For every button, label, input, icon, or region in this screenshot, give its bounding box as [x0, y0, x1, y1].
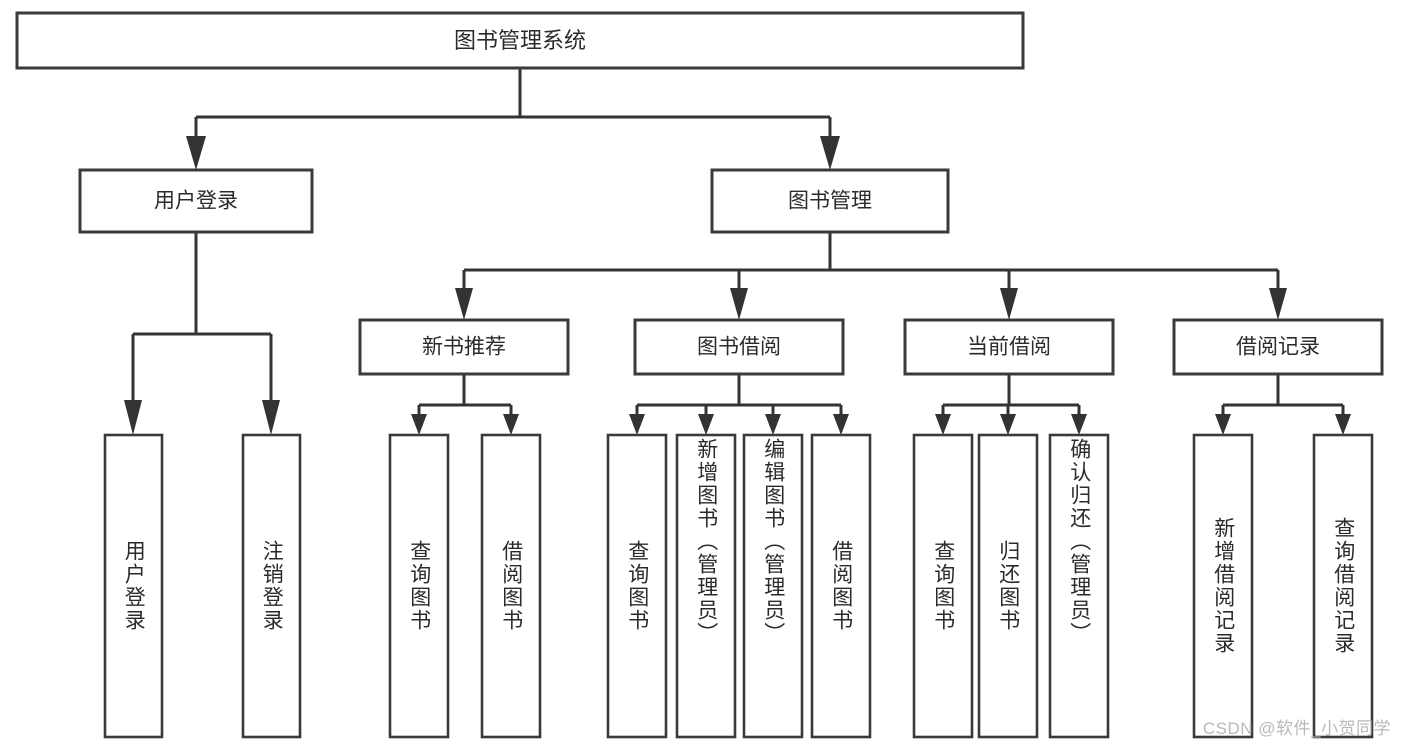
arrow-to-user-login: [186, 136, 206, 170]
connector-group-user-login: [124, 232, 280, 435]
arrow-leaf-query-book-3: [935, 414, 951, 435]
watermark-text: CSDN @软件_小贺同学: [1202, 719, 1391, 738]
node-current-borrow-box[interactable]: [903, 318, 1115, 376]
node-book-manage[interactable]: 图书管理: [710, 168, 950, 234]
node-user-login[interactable]: 用户登录: [78, 168, 314, 234]
node-leaf-borrow-book-2-box[interactable]: [810, 433, 872, 739]
node-leaf-query-book-1-box[interactable]: [388, 433, 450, 739]
arrow-to-borrow-record: [1269, 288, 1287, 320]
node-book-borrow-label: 图书借阅: [697, 336, 781, 359]
node-borrow-record-box[interactable]: [1172, 318, 1384, 376]
node-book-manage-box[interactable]: [710, 168, 950, 234]
node-leaf-query-book-2-box[interactable]: [606, 433, 668, 739]
node-leaf-query-record-box[interactable]: [1312, 433, 1374, 739]
node-borrow-record[interactable]: 借阅记录: [1172, 318, 1384, 376]
node-root-label: 图书管理系统: [454, 28, 586, 53]
arrow-leaf-return-book: [1000, 414, 1016, 435]
node-borrow-record-label: 借阅记录: [1236, 336, 1320, 359]
arrow-leaf-borrow-book-2: [833, 414, 849, 435]
node-leaf-user-logout-box[interactable]: [241, 433, 302, 739]
node-leaf-return-book-box[interactable]: [977, 433, 1039, 739]
node-root-box[interactable]: [15, 11, 1025, 70]
arrow-to-new-book-rec: [455, 288, 473, 320]
node-book-borrow-box[interactable]: [633, 318, 845, 376]
node-new-book-rec-box[interactable]: [358, 318, 570, 376]
node-leaf-query-book-3-box[interactable]: [912, 433, 974, 739]
arrow-leaf-borrow-book-1: [503, 414, 519, 435]
connector-group-book-manage: [455, 232, 1287, 320]
connector-group-borrow-record: [1215, 374, 1351, 435]
arrow-leaf-add-record: [1215, 414, 1231, 435]
arrow-leaf-add-book: [698, 414, 714, 435]
node-root[interactable]: 图书管理系统: [15, 11, 1025, 70]
node-leaf-add-book-box[interactable]: [675, 433, 737, 739]
connector-group-new-book-rec: [411, 374, 519, 435]
connector-group-current-borrow: [935, 374, 1087, 435]
node-leaf-add-record-box[interactable]: [1192, 433, 1254, 739]
node-leaf-confirm-return-box[interactable]: [1048, 433, 1110, 739]
connector-group-book-borrow: [629, 374, 849, 435]
node-new-book-rec[interactable]: 新书推荐: [358, 318, 570, 376]
node-current-borrow[interactable]: 当前借阅: [903, 318, 1115, 376]
node-leaf-user-login-box[interactable]: [103, 433, 164, 739]
connector-group-root: [186, 68, 840, 170]
arrow-to-book-manage: [820, 136, 840, 170]
arrow-to-current-borrow: [1000, 288, 1018, 320]
arrow-leaf-query-book-1: [411, 414, 427, 435]
node-current-borrow-label: 当前借阅: [967, 336, 1051, 359]
arrow-leaf-user-login: [124, 400, 142, 435]
node-user-login-label: 用户登录: [154, 190, 238, 213]
node-leaf-borrow-book-1-box[interactable]: [480, 433, 542, 739]
arrow-to-book-borrow: [730, 288, 748, 320]
arrow-leaf-edit-book: [765, 414, 781, 435]
node-leaf-edit-book-box[interactable]: [742, 433, 804, 739]
arrow-leaf-query-book-2: [629, 414, 645, 435]
arrow-leaf-user-logout: [262, 400, 280, 435]
node-book-borrow[interactable]: 图书借阅: [633, 318, 845, 376]
arrow-leaf-confirm-return: [1071, 414, 1087, 435]
node-user-login-box[interactable]: [78, 168, 314, 234]
node-book-manage-label: 图书管理: [788, 190, 872, 213]
arrow-leaf-query-record: [1335, 414, 1351, 435]
node-new-book-rec-label: 新书推荐: [422, 336, 506, 359]
